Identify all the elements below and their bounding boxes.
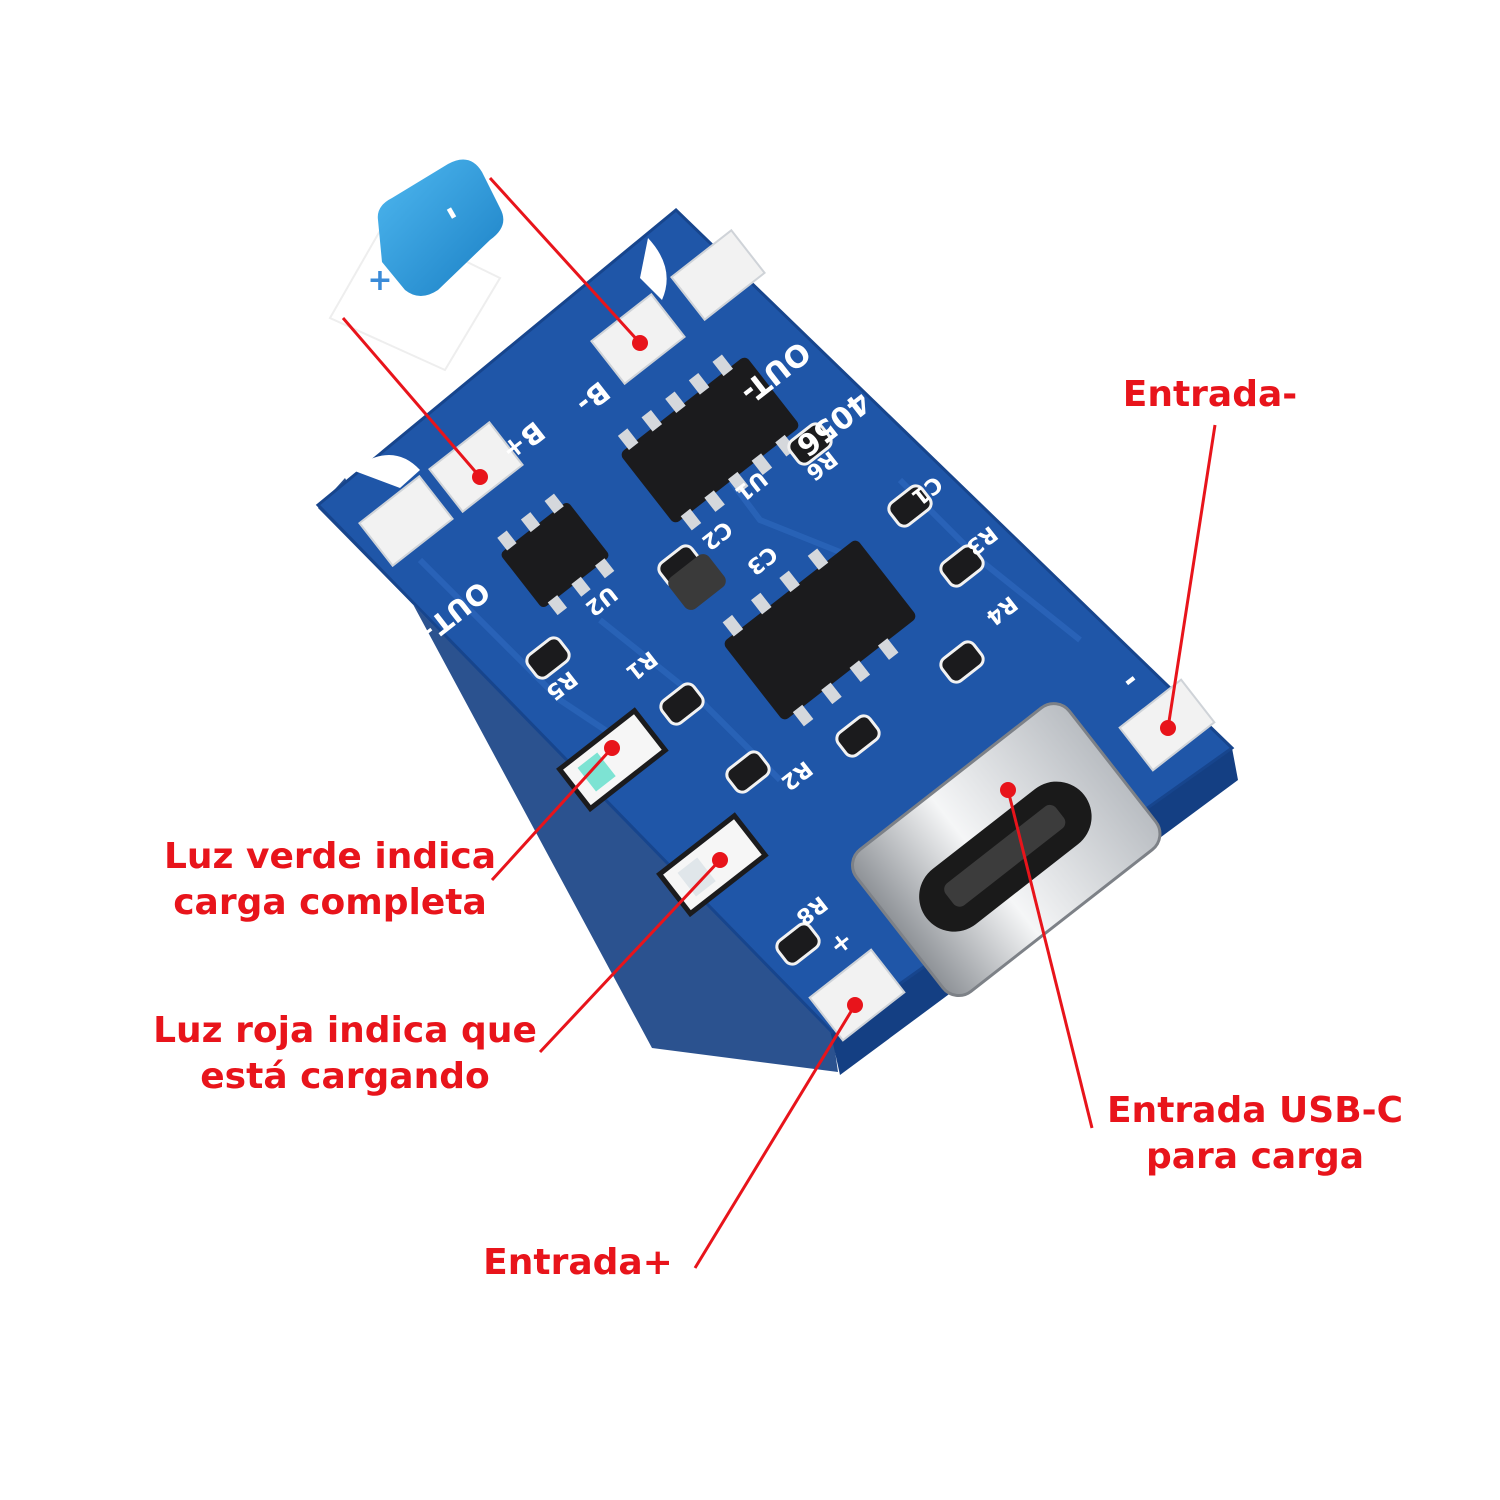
status-leds: [556, 707, 769, 918]
callout-entrada-minus-line1: Entrada-: [1122, 374, 1298, 415]
callout-luz-verde-line2: carga completa: [173, 882, 487, 923]
line-entrada-minus: [1166, 424, 1217, 729]
callout-usb-c-line1: Entrada USB-C: [1106, 1090, 1404, 1131]
pad-input-plus: [808, 948, 906, 1042]
callout-luz-roja: Luz roja indica que está cargando: [150, 1008, 540, 1100]
inductor: [668, 554, 726, 610]
callout-usb-c: Entrada USB-C para carga: [1085, 1088, 1425, 1180]
battery-plus-sign: +: [367, 263, 392, 298]
smd-components: [525, 422, 985, 966]
callout-luz-roja-line1: Luz roja indica que: [153, 1010, 537, 1051]
pad-b-plus: [428, 420, 524, 514]
line-luz-verde: [490, 746, 614, 882]
callout-luz-verde-line1: Luz verde indica: [163, 836, 497, 877]
chip-u2: [497, 493, 615, 616]
line-usbc: [1006, 789, 1094, 1129]
led-red: [656, 812, 769, 918]
callout-usb-c-line2: para carga: [1145, 1136, 1365, 1177]
line-luz-roja: [538, 858, 722, 1054]
chip-u1: [617, 354, 799, 531]
callout-luz-roja-line2: está cargando: [200, 1056, 490, 1097]
chip-tp4056: [722, 540, 916, 727]
battery-icon: - +: [328, 159, 504, 372]
usb-c-connector: [851, 702, 1162, 998]
callout-entrada-minus: Entrada-: [1110, 372, 1310, 418]
line-battery-minus: [488, 176, 642, 345]
line-entrada-plus: [693, 1004, 857, 1269]
callout-entrada-plus: Entrada+: [478, 1240, 678, 1286]
callout-dots: [472, 335, 1176, 1013]
callout-luz-verde: Luz verde indica carga completa: [150, 834, 510, 926]
callout-entrada-plus-line1: Entrada+: [483, 1242, 673, 1283]
line-battery-plus: [341, 317, 482, 478]
callout-lines: [341, 176, 1217, 1269]
pad-out-minus: [670, 228, 766, 322]
ic-chips: [497, 354, 916, 727]
pad-out-plus: [358, 474, 454, 568]
